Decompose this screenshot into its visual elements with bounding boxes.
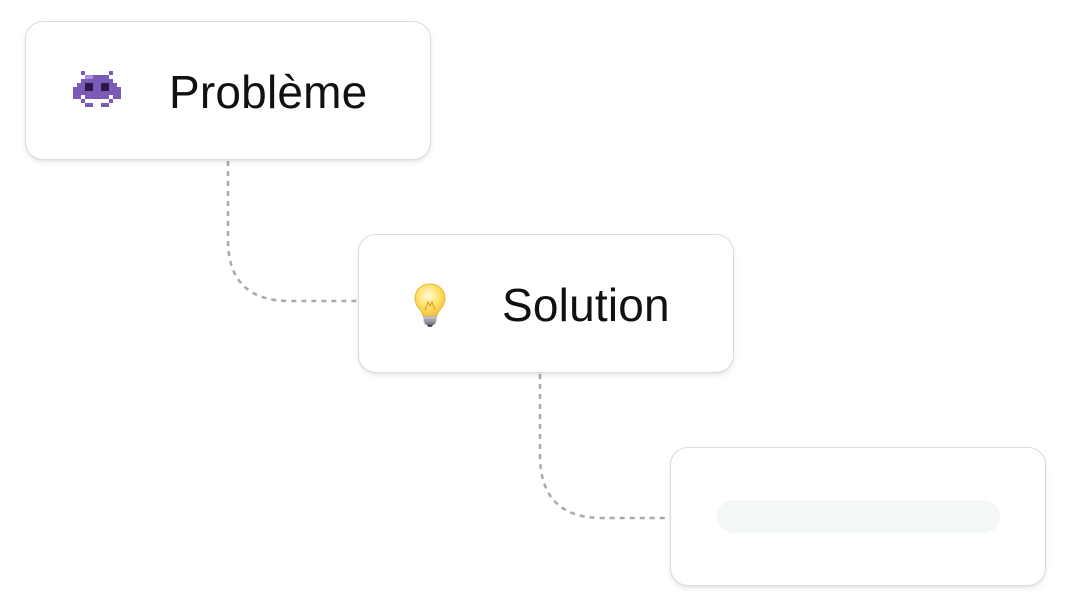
loading-placeholder: [717, 500, 1000, 533]
node-solution[interactable]: Solution: [358, 234, 734, 373]
connector-solution-pending: [538, 374, 669, 520]
connector-problem-solution: [226, 161, 357, 303]
node-problem[interactable]: Problème: [25, 21, 431, 160]
node-label-solution: Solution: [502, 279, 670, 331]
alien-monster-icon: [73, 67, 121, 115]
node-pending[interactable]: [670, 447, 1046, 586]
node-label-problem: Problème: [169, 66, 368, 118]
light-bulb-icon: [406, 280, 454, 328]
